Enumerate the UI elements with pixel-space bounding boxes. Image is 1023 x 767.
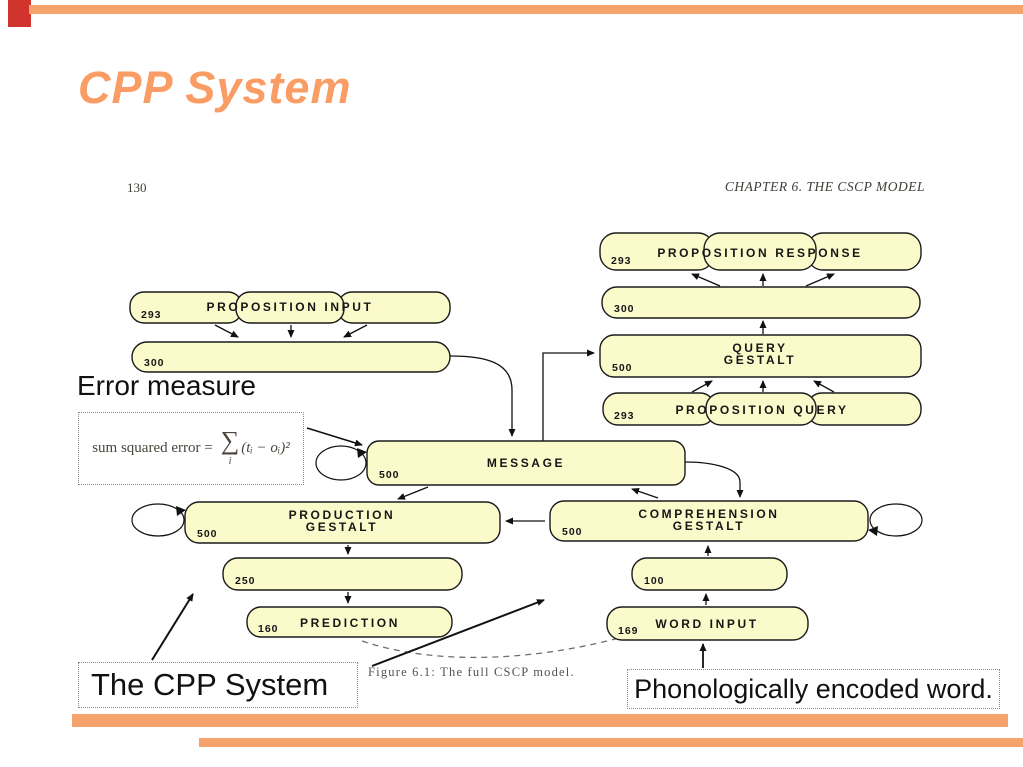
- edge-message-to-production: [397, 486, 429, 500]
- edge-prediction-to-wordinput-dashed: [361, 629, 645, 659]
- node-units: 250: [235, 575, 256, 587]
- sigma-subscript: i: [228, 456, 232, 468]
- message-self-loop: [315, 445, 367, 481]
- sigma-glyph: ∑: [220, 425, 240, 455]
- node-units: 100: [644, 575, 665, 587]
- callout-arrow-cpp-right: [371, 599, 545, 667]
- node-label-line1: COMPREHENSION: [638, 507, 779, 521]
- node-label-line2: GESTALT: [673, 519, 745, 533]
- node-query-gestalt: QUERY GESTALT 500: [599, 334, 922, 378]
- node-label-line2: GESTALT: [306, 520, 378, 534]
- node-production-hidden: 250: [222, 557, 463, 591]
- node-prediction: PREDICTION 160: [246, 606, 453, 638]
- accent-bar-bottom-2: [199, 738, 1023, 747]
- diagram-edges: [131, 273, 923, 668]
- accent-bar-bottom-1: [72, 714, 1008, 727]
- node-label: PROPOSITION RESPONSE: [657, 246, 862, 260]
- node-box: [366, 440, 686, 486]
- edge-rhidden-to-response-left: [691, 273, 721, 287]
- node-label: PROPOSITION INPUT: [207, 300, 374, 314]
- node-proposition-query: PROPOSITION QUERY 293: [602, 392, 922, 426]
- node-box: [703, 232, 817, 271]
- node-box: [131, 341, 451, 373]
- edge-input-to-hidden-right: [343, 324, 368, 338]
- node-proposition-input: PROPOSITION INPUT 293: [129, 291, 451, 324]
- node-proposition-response: PROPOSITION RESPONSE 293: [599, 232, 922, 271]
- node-box: [235, 291, 345, 324]
- message-self-loop-arrow: [357, 448, 367, 458]
- node-label-line2: GESTALT: [724, 353, 796, 367]
- comprehension-self-loop: [869, 503, 923, 537]
- chapter-header: CHAPTER 6. THE CSCP MODEL: [724, 179, 925, 194]
- figure-caption: Figure 6.1: The full CSCP model.: [368, 665, 575, 679]
- node-word-input: WORD INPUT 169: [606, 606, 809, 641]
- error-measure-label: Error measure: [77, 370, 256, 401]
- cpp-system-label: The CPP System: [91, 667, 329, 702]
- node-units: 500: [379, 469, 400, 481]
- formula-body: (tᵢ − oᵢ)²: [241, 440, 290, 456]
- node-units: 500: [612, 362, 633, 374]
- accent-bar-top: [29, 5, 1023, 14]
- node-units: 169: [618, 625, 639, 637]
- edge-comprehension-to-message: [631, 487, 659, 499]
- node-input-hidden: 300: [131, 341, 451, 373]
- node-comprehension-hidden: 100: [631, 557, 788, 591]
- node-box: [549, 500, 869, 542]
- edge-query-to-gestalt-right: [813, 380, 835, 393]
- edge-hidden-to-message: [449, 355, 516, 437]
- node-label: WORD INPUT: [655, 617, 758, 631]
- node-box: [599, 334, 922, 378]
- node-label: MESSAGE: [487, 456, 565, 470]
- accent-block: [8, 0, 31, 27]
- edge-query-to-gestalt-left: [691, 380, 713, 393]
- node-units: 300: [144, 357, 165, 369]
- node-box: [222, 557, 463, 591]
- comprehension-self-loop-arrow: [868, 526, 878, 536]
- node-units: 293: [611, 255, 632, 267]
- node-box: [184, 501, 501, 544]
- edge-input-to-hidden-left: [214, 324, 239, 338]
- error-formula-box: sum squared error = ∑ i (tᵢ − oᵢ)²: [78, 412, 304, 485]
- node-box: [606, 606, 809, 641]
- edge-message-to-comprehension: [684, 461, 744, 498]
- node-response-hidden: 300: [601, 286, 921, 319]
- node-box: [601, 286, 921, 319]
- node-units: 500: [562, 526, 583, 538]
- callout-arrow-cpp-left: [151, 593, 194, 661]
- edge-rhidden-to-response-right: [805, 273, 835, 287]
- slide-title: CPP System: [78, 62, 352, 113]
- node-production-gestalt: PRODUCTION GESTALT 500: [184, 501, 501, 544]
- page-number: 130: [127, 180, 147, 195]
- node-units: 500: [197, 528, 218, 540]
- node-message: MESSAGE 500: [366, 440, 686, 486]
- cpp-system-callout: The CPP System: [78, 662, 358, 708]
- node-units: 293: [141, 309, 162, 321]
- node-box: [246, 606, 453, 638]
- node-units: 300: [614, 303, 635, 315]
- production-self-loop: [131, 503, 185, 537]
- node-label-line1: QUERY: [732, 341, 787, 355]
- node-label: PROPOSITION QUERY: [675, 403, 848, 417]
- formula-prefix: sum squared error =: [92, 440, 213, 456]
- sigma-symbol: ∑ i: [220, 425, 240, 468]
- node-units: 160: [258, 623, 279, 635]
- node-box: [631, 557, 788, 591]
- node-box: [705, 392, 817, 426]
- node-comprehension-gestalt: COMPREHENSION GESTALT 500: [549, 500, 869, 542]
- node-label: PREDICTION: [300, 616, 400, 630]
- phonological-callout: Phonologically encoded word.: [627, 669, 1000, 709]
- edge-formula-to-message: [306, 427, 363, 447]
- production-self-loop-arrow: [176, 506, 186, 516]
- edge-message-to-query-gestalt: [542, 349, 595, 441]
- phonological-label: Phonologically encoded word.: [634, 673, 993, 704]
- node-units: 293: [614, 410, 635, 422]
- node-label-line1: PRODUCTION: [289, 508, 396, 522]
